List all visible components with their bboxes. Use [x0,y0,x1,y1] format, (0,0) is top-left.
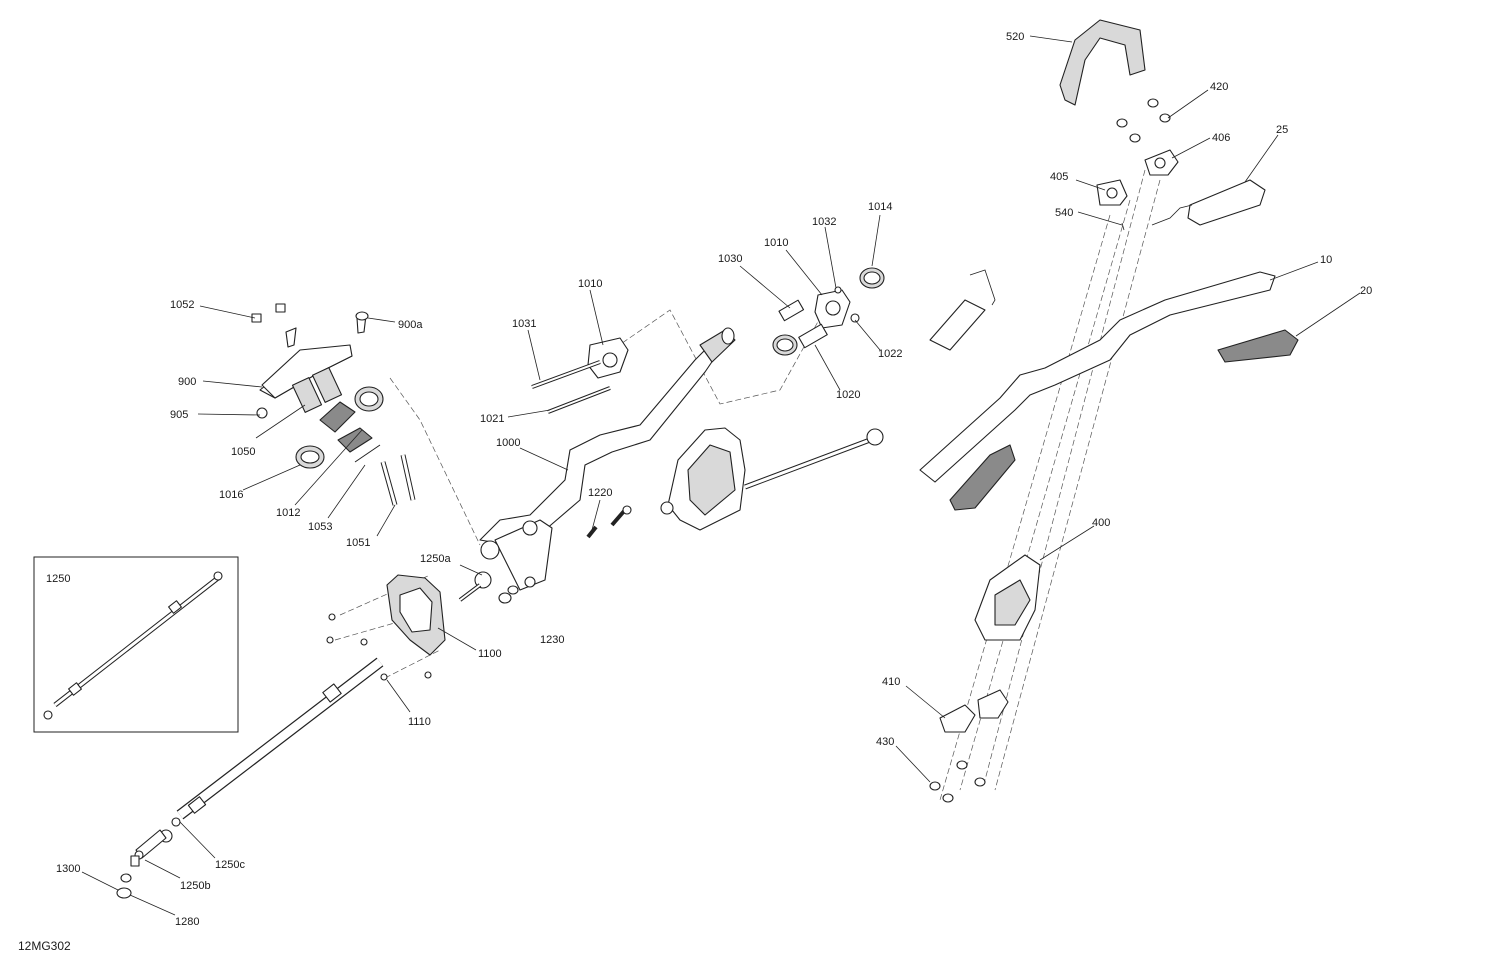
label-1010-left: 1010 [578,278,602,290]
label-1250c: 1250c [215,859,245,871]
label-520: 520 [1006,31,1024,43]
diagram-code: 12MG302 [18,939,71,953]
label-1053: 1053 [308,521,332,533]
label-540: 540 [1055,207,1073,219]
label-905: 905 [170,409,188,421]
label-20: 20 [1360,285,1372,297]
label-1031: 1031 [512,318,536,330]
label-1230: 1230 [540,634,564,646]
column-clamps [531,267,885,414]
label-25: 25 [1276,124,1288,136]
handle-25 [1151,179,1266,226]
inset-tie-rod [33,556,239,733]
label-1032: 1032 [812,216,836,228]
cover-plate [660,427,884,531]
label-900a: 900a [398,319,423,331]
label-406: 406 [1212,132,1230,144]
left-clamp-group [251,303,416,506]
label-900: 900 [178,376,196,388]
label-1016: 1016 [219,489,243,501]
label-400: 400 [1092,517,1110,529]
label-1030: 1030 [718,253,742,265]
label-1021: 1021 [480,413,504,425]
label-1300: 1300 [56,863,80,875]
label-1250b: 1250b [180,880,211,892]
steering-column-1000 [479,327,736,604]
label-1014: 1014 [868,201,892,213]
callout-labels: 520 420 406 25 405 540 10 20 1014 1032 1… [18,31,1372,953]
handlebar-10 [919,269,1299,511]
label-405: 405 [1050,171,1068,183]
inset-label-1250: 1250 [46,573,70,585]
label-1051: 1051 [346,537,370,549]
leader-lines [81,35,1361,916]
top-clamps [1096,98,1179,231]
label-1280: 1280 [175,916,199,928]
riser-400 [929,554,1041,803]
label-1110: 1110 [408,716,431,728]
label-1012: 1012 [276,507,300,519]
label-1010-right: 1010 [764,237,788,249]
lower-guard-1100 [326,505,632,681]
label-1000: 1000 [496,437,520,449]
label-1022: 1022 [878,348,902,360]
label-430: 430 [876,736,894,748]
label-1250a: 1250a [420,553,451,565]
label-420: 420 [1210,81,1228,93]
label-1100: 1100 [478,648,502,660]
grip-520 [1059,19,1146,106]
label-1220: 1220 [588,487,612,499]
label-1052: 1052 [170,299,194,311]
label-10: 10 [1320,254,1332,266]
label-410: 410 [882,676,900,688]
label-1050: 1050 [231,446,255,458]
tie-rod-1250 [116,657,384,899]
label-1020: 1020 [836,389,860,401]
